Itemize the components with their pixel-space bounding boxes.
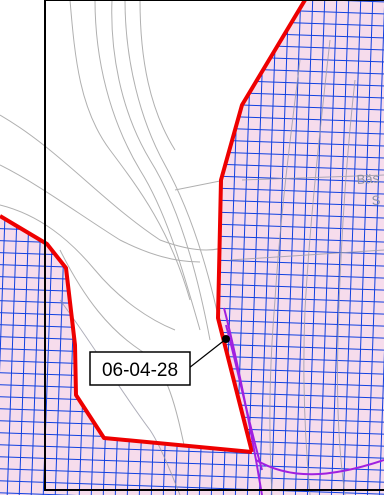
parcel-label: 06-04-28	[102, 360, 178, 381]
underlying-lines	[59, 39, 384, 495]
zone-border-left	[0, 214, 253, 454]
place-label-fragment-2: S	[371, 192, 381, 208]
place-label-fragment: Bäs	[356, 170, 380, 187]
protected-zone-right	[218, 0, 384, 495]
route-lines	[223, 307, 384, 495]
parcel-label-box[interactable]	[89, 351, 191, 386]
parcel-marker[interactable]	[222, 335, 230, 343]
contour-lines	[0, 0, 231, 451]
map-frame	[44, 0, 384, 491]
protected-zone-left	[0, 216, 264, 495]
callout-leader	[188, 338, 227, 369]
